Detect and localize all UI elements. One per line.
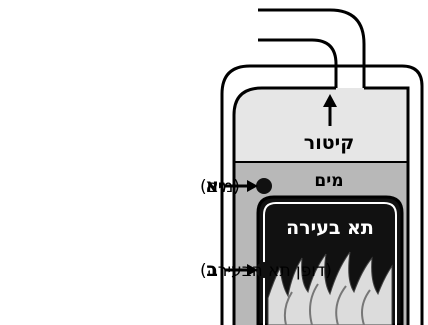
- flames: [267, 251, 393, 325]
- callout-b-text: (דופן תא הבעירה): [200, 261, 332, 281]
- vessel-outline: [232, 86, 410, 325]
- flame-inner-strokes: [283, 283, 371, 325]
- firebox-label: תא בעירה: [286, 217, 374, 239]
- firebox-wall-highlight: [263, 202, 397, 325]
- steam-pipe-inner: [258, 38, 338, 88]
- callout-a-arrowhead: [247, 180, 258, 192]
- callout-b-dot: [256, 262, 272, 278]
- callout-a-letter: א: [205, 175, 219, 197]
- steam-up-arrow-head: [323, 94, 337, 107]
- boiler-casing: [220, 64, 424, 325]
- callout-b-letter: ב: [206, 259, 218, 281]
- callout-a-text: (מים): [200, 177, 240, 197]
- steam-label: קיטור: [304, 132, 354, 154]
- callout-a-dot: [256, 178, 272, 194]
- callout-b-arrowhead: [247, 264, 258, 276]
- water-label: מים: [314, 171, 343, 191]
- steam-pipe-outer: [258, 8, 366, 88]
